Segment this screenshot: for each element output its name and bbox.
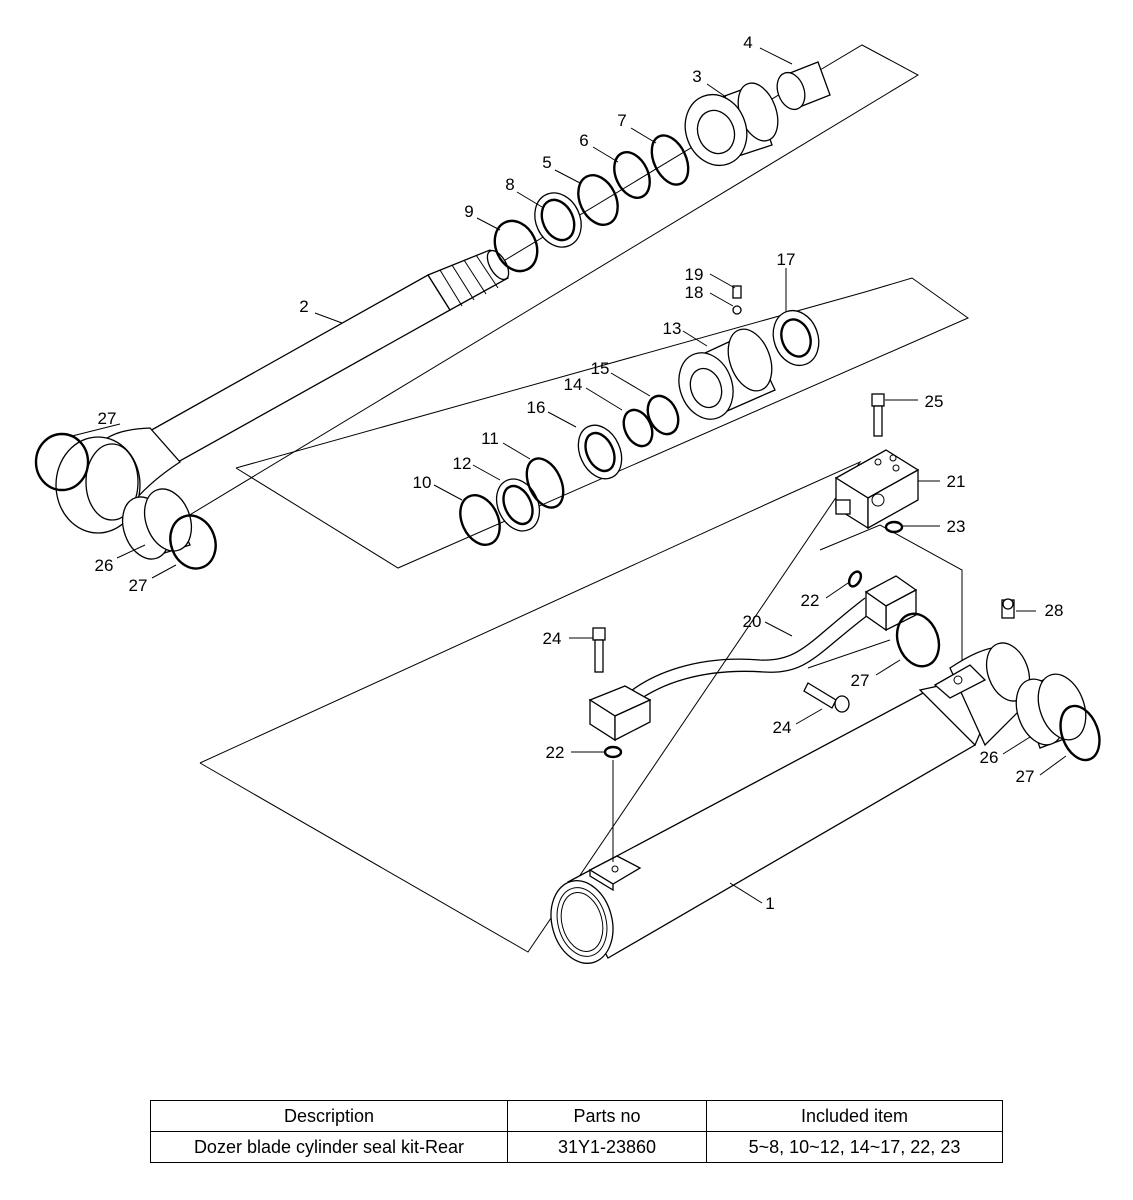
callout-9: 9: [464, 202, 473, 221]
part-24-bolt-upper: [592, 627, 606, 673]
piston-group-outline: [235, 277, 970, 569]
part-7-backup-ring: [650, 134, 690, 186]
callout-3: 3: [692, 67, 701, 86]
callout-7: 7: [617, 111, 626, 130]
table-row: Dozer blade cylinder seal kit-Rear 31Y1-…: [150, 1131, 1003, 1163]
part-27-ring-tube-mid: [895, 612, 941, 668]
callout-27-rod-right: 27: [129, 576, 148, 595]
part-1-cylinder-tube: [550, 642, 1032, 964]
cylinder-exploded-diagram: 4 3 7 6 5 8 9 2 27 26 27 19 18 17 13 15 …: [34, 33, 1101, 964]
part-21-valve-block: [834, 449, 920, 530]
part-27-ring-rod-right: [169, 514, 217, 570]
part-4-dust-bushing: [776, 61, 831, 111]
cell-description: Dozer blade cylinder seal kit-Rear: [150, 1131, 508, 1163]
part-16-piston-seal: [577, 424, 623, 480]
part-27-ring-rod-left: [34, 432, 90, 492]
part-12-seal: [495, 478, 541, 532]
callout-13: 13: [663, 319, 682, 338]
part-22-oring-lower: [603, 745, 623, 759]
part-26-bushing-rod: [121, 488, 193, 560]
part-10-seal: [459, 494, 501, 546]
header-included-item: Included item: [706, 1100, 1003, 1132]
callout-22-upper: 22: [801, 591, 820, 610]
callout-26-tube: 26: [980, 748, 999, 767]
callout-24-upper: 24: [543, 629, 562, 648]
callout-18: 18: [685, 283, 704, 302]
part-6-oring: [613, 151, 651, 199]
part-9-seal: [493, 219, 539, 273]
seal-kit-table: Description Parts no Included item Dozer…: [150, 1100, 1003, 1163]
cell-included-item: 5~8, 10~12, 14~17, 22, 23: [706, 1131, 1003, 1163]
callout-16: 16: [527, 398, 546, 417]
part-11-wear-ring: [525, 457, 565, 509]
part-27-ring-tube-right: [1059, 704, 1101, 762]
header-parts-no: Parts no: [507, 1100, 707, 1132]
callout-10: 10: [413, 473, 432, 492]
callout-15: 15: [591, 359, 610, 378]
part-15-backup-ring: [646, 394, 680, 436]
callout-19: 19: [685, 265, 704, 284]
callout-6: 6: [579, 131, 588, 150]
callout-labels: 4 3 7 6 5 8 9 2 27 26 27 19 18 17 13 15 …: [95, 33, 1064, 913]
part-14-oring: [622, 408, 654, 448]
callout-5: 5: [542, 153, 551, 172]
callout-20: 20: [743, 612, 762, 631]
part-17-nut: [772, 309, 820, 367]
callout-25: 25: [925, 392, 944, 411]
part-3-rod-cover: [684, 82, 779, 167]
callout-21: 21: [947, 472, 966, 491]
part-19-set-screw: [732, 285, 742, 299]
callout-1: 1: [765, 894, 774, 913]
part-13-piston: [678, 328, 776, 420]
part-28-grease-nipple: [1001, 598, 1015, 619]
callout-4: 4: [743, 33, 752, 52]
callout-27-tube-mid: 27: [851, 671, 870, 690]
part-20-pipe: [588, 575, 918, 742]
table-header-row: Description Parts no Included item: [150, 1100, 1003, 1132]
callout-26-rod: 26: [95, 556, 114, 575]
callout-12: 12: [453, 454, 472, 473]
part-23-oring-upper: [884, 520, 904, 534]
header-description: Description: [150, 1100, 508, 1132]
callout-14: 14: [564, 375, 583, 394]
part-18-ball: [732, 305, 742, 315]
callout-17: 17: [777, 250, 796, 269]
part-24-bolt-lower: [803, 682, 850, 713]
part-25-bolt: [871, 393, 885, 437]
callout-27-tube-right: 27: [1016, 767, 1035, 786]
callout-23: 23: [947, 517, 966, 536]
part-2-piston-rod: [55, 249, 510, 534]
callout-2: 2: [299, 297, 308, 316]
rod-group-outline: [177, 44, 920, 523]
cell-parts-no: 31Y1-23860: [507, 1131, 707, 1163]
part-8-seal: [534, 192, 582, 248]
part-5-seal: [577, 174, 619, 226]
tube-group-outline: [199, 460, 963, 953]
callout-28: 28: [1045, 601, 1064, 620]
callout-24-lower: 24: [773, 718, 792, 737]
callout-27-rod-left: 27: [98, 409, 117, 428]
part-22-oring-upper: [847, 570, 863, 588]
leader-lines: [71, 47, 1067, 904]
callout-11: 11: [481, 429, 499, 448]
callout-22-lower: 22: [546, 743, 565, 762]
callout-8: 8: [505, 175, 514, 194]
